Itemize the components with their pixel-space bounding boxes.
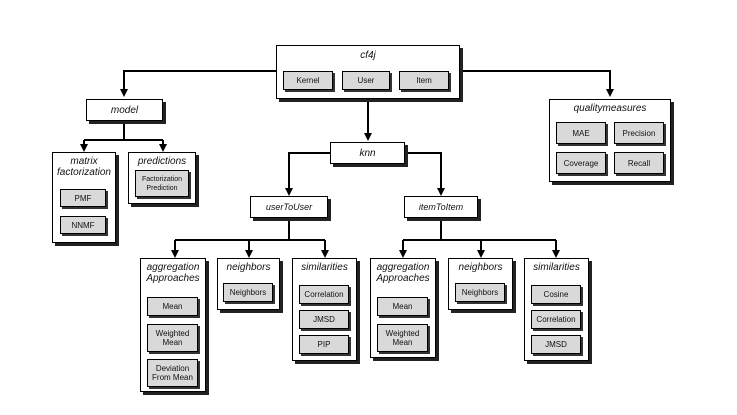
node-user-to-user-title: userToUser [265,201,313,212]
node-item-similarities-title: similarities [533,262,580,273]
chip-coverage: Coverage [556,152,606,174]
node-knn-title: knn [359,147,376,159]
chip-mae: MAE [556,122,606,144]
chip-item-cosine: Cosine [531,285,581,304]
edge-knn-user [285,152,330,196]
edge-knn-item [405,152,445,196]
chip-user-weighted-mean: Weighted Mean [147,324,198,352]
chip-user-neighbors: Neighbors [223,283,273,302]
chip-recall: Recall [614,152,664,174]
node-user-neighbors-title: neighbors [226,262,271,273]
node-cf4j-title: cf4j [360,50,376,61]
chip-pmf: PMF [60,189,106,207]
chip-item-neighbors: Neighbors [455,283,505,302]
chip-user: User [342,71,390,90]
node-model-title: model [110,104,139,116]
node-qualitymeasures-title: qualitymeasures [573,103,647,114]
node-item-aggregation-title: aggregation Approaches [376,262,430,284]
node-item-neighbors-title: neighbors [458,262,503,273]
chip-item-weighted-mean: Weighted Mean [377,324,428,352]
chip-item-jmsd: JMSD [531,335,581,354]
chip-factorization-prediction: Factorization Prediction [135,170,189,197]
chip-item-correlation: Correlation [531,310,581,329]
node-user-aggregation-title: aggregation Approaches [146,262,200,284]
chip-user-pip: PIP [299,335,349,354]
chip-precision: Precision [614,122,664,144]
node-predictions-title: predictions [137,156,187,167]
node-model: model [86,99,163,121]
chip-item: Item [399,71,449,90]
edge-root-model [120,70,277,97]
node-matrix-factorization-title: matrix factorization [57,156,111,178]
node-user-to-user: userToUser [250,196,328,218]
node-user-similarities-title: similarities [301,262,348,273]
chip-item-mean: Mean [377,297,428,316]
edge-root-quality [460,70,614,97]
chip-user-correlation: Correlation [299,285,349,304]
chip-nnmf: NNMF [60,216,106,234]
chip-user-mean: Mean [147,297,198,316]
node-item-to-item: itemToItem [404,196,478,218]
chip-user-jmsd: JMSD [299,310,349,329]
chip-user-deviation-from-mean: Deviation From Mean [147,359,198,387]
node-knn: knn [330,142,405,164]
chip-kernel: Kernel [283,71,333,90]
node-item-to-item-title: itemToItem [418,201,464,212]
